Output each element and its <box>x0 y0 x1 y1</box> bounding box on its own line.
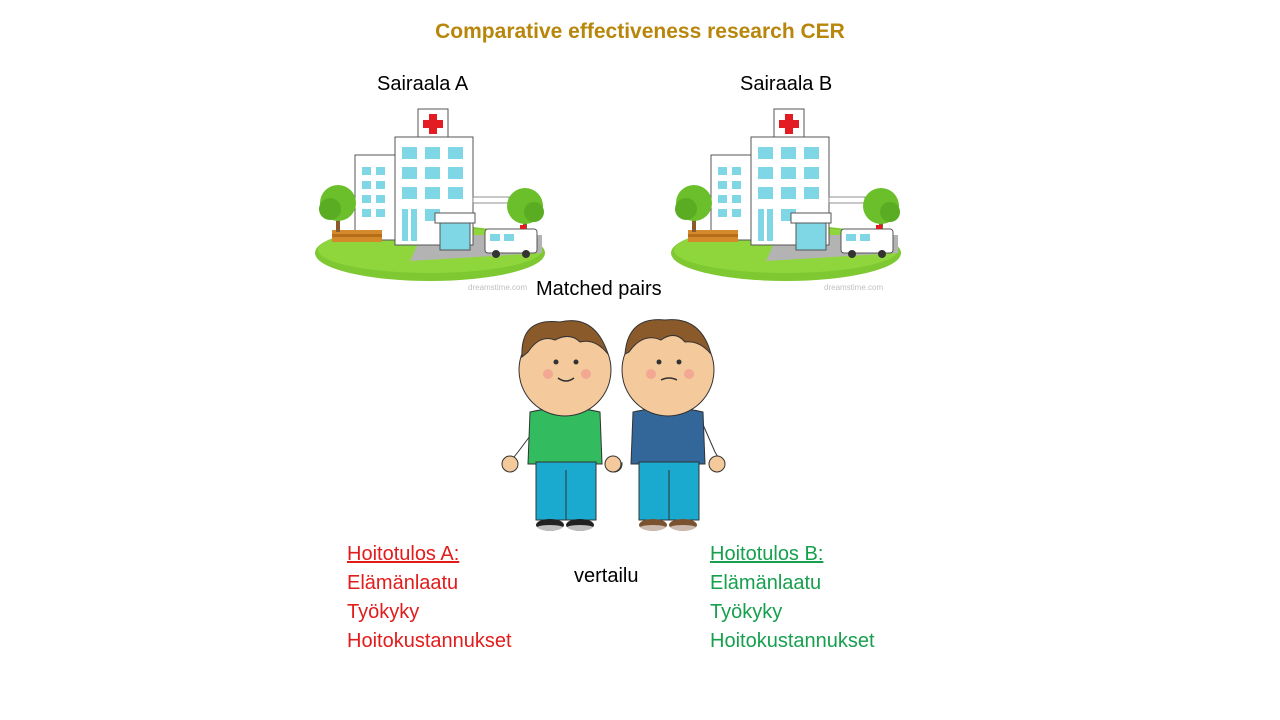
matched-pairs-label: Matched pairs <box>536 278 662 300</box>
boy-icon <box>604 319 728 531</box>
page-title: Comparative effectiveness research CER <box>435 20 845 43</box>
outcome-a: Hoitotulos A: Elämänlaatu Työkyky Hoitok… <box>347 540 512 656</box>
ambulance-icon <box>840 225 894 258</box>
hospital-a-icon: dreamstime.com <box>315 108 545 292</box>
hospital-b-icon: dreamstime.com <box>671 108 901 292</box>
outcome-a-heading: Hoitotulos A: <box>347 543 460 565</box>
outcome-b-heading: Hoitotulos B: <box>710 543 824 565</box>
tree-icon <box>863 188 900 235</box>
hospital-b-label: Sairaala B <box>740 73 833 95</box>
outcome-b-item: Elämänlaatu <box>710 572 822 594</box>
comparison-label: vertailu <box>574 565 639 587</box>
matched-pair-boys <box>501 319 728 531</box>
tree-icon <box>319 185 356 232</box>
ambulance-icon <box>484 225 538 258</box>
hospital-a-watermark: dreamstime.com <box>468 283 527 292</box>
outcome-b: Hoitotulos B: Elämänlaatu Työkyky Hoitok… <box>710 540 875 656</box>
outcome-b-item: Hoitokustannukset <box>710 630 875 652</box>
outcome-a-item: Työkyky <box>347 601 420 623</box>
outcome-b-item: Työkyky <box>710 601 783 623</box>
tree-icon <box>507 188 544 235</box>
outcome-a-item: Elämänlaatu <box>347 572 459 594</box>
hospital-a-label: Sairaala A <box>377 73 469 95</box>
tree-icon <box>675 185 712 232</box>
boy-icon <box>501 320 625 531</box>
hospital-b-watermark: dreamstime.com <box>824 283 883 292</box>
outcome-a-item: Hoitokustannukset <box>347 630 512 652</box>
